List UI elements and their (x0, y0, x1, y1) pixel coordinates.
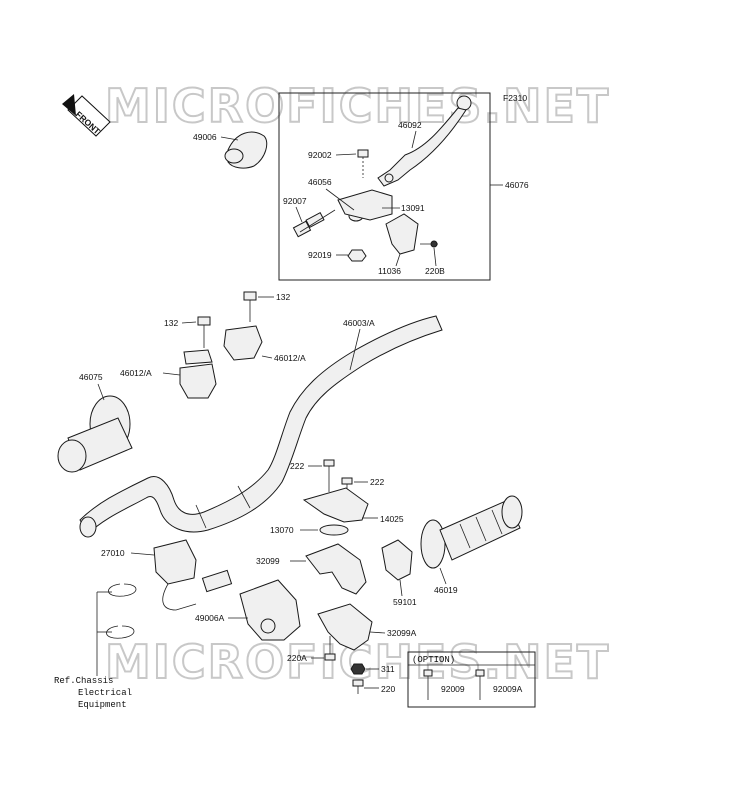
label-92002: 92002 (308, 150, 332, 160)
right-grip (420, 495, 523, 569)
switch-27010 (153, 539, 233, 611)
label-49006a: 49006A (195, 613, 225, 623)
holder-lower-left (179, 363, 217, 399)
label-11036: 11036 (378, 266, 401, 276)
label-222-left: 222 (290, 461, 304, 471)
bolt-92009a (475, 669, 485, 700)
label-220b: 220B (425, 266, 445, 276)
adjuster-92007 (292, 209, 336, 238)
label-32099: 32099 (256, 556, 280, 566)
bolt-132-left (197, 316, 211, 348)
label-14025: 14025 (380, 514, 404, 524)
label-46092: 46092 (398, 120, 422, 130)
label-220a: 220A (287, 653, 307, 663)
label-132-left: 132 (164, 318, 178, 328)
throttle-pulley-59101 (381, 539, 413, 581)
throttle-housing-32099a (317, 603, 373, 651)
grip-end-49006 (224, 131, 268, 169)
front-arrow-icon: FRONT (62, 94, 111, 137)
handlebar (79, 315, 443, 538)
cable-clamps (96, 583, 137, 676)
label-92019: 92019 (308, 250, 332, 260)
label-220: 220 (381, 684, 395, 694)
lever-bracket (337, 189, 393, 221)
throttle-housing-32099 (305, 543, 367, 595)
bolt-92002 (357, 149, 369, 178)
nut-311 (350, 663, 366, 675)
screw-220b (420, 240, 438, 248)
label-46076: 46076 (505, 180, 529, 190)
screw-222-left (323, 459, 335, 492)
left-grip (57, 395, 133, 473)
label-59101: 59101 (393, 597, 417, 607)
option-label: (OPTION) (412, 655, 455, 665)
holder-upper-left (183, 349, 213, 365)
label-32099a: 32099A (387, 628, 417, 638)
reference-line2: Electrical (78, 688, 132, 698)
bolt-92009 (423, 669, 433, 700)
label-46003a: 46003/A (343, 318, 375, 328)
label-46056: 46056 (308, 177, 332, 187)
reference-line1: Ref.Chassis (54, 676, 113, 686)
label-92009: 92009 (441, 684, 465, 694)
watermark-top: MICROFICHES.NET (105, 79, 610, 133)
lever-assembly-box (278, 92, 491, 281)
label-92007: 92007 (283, 196, 307, 206)
screw-220 (352, 679, 364, 694)
label-46019: 46019 (434, 585, 458, 595)
label-46012a-left: 46012/A (120, 368, 152, 378)
clamp-11036 (385, 213, 419, 255)
cover-14025 (302, 487, 369, 523)
label-49006: 49006 (193, 132, 217, 142)
figure-code: F2310 (503, 93, 527, 103)
clutch-lever (377, 95, 472, 187)
label-222-right: 222 (370, 477, 384, 487)
label-92009a: 92009A (493, 684, 523, 694)
label-46075: 46075 (79, 372, 103, 382)
label-13070: 13070 (270, 525, 294, 535)
reference-line3: Equipment (78, 700, 127, 710)
label-13091: 13091 (401, 203, 425, 213)
housing-49006a (239, 579, 301, 641)
label-132-right: 132 (276, 292, 290, 302)
label-27010: 27010 (101, 548, 125, 558)
clip-13070 (319, 524, 349, 536)
nut-92019 (347, 249, 367, 262)
bolt-132-right (243, 291, 257, 322)
label-46012a-right: 46012/A (274, 353, 306, 363)
label-311: 311 (381, 664, 395, 674)
holder-upper-right (223, 325, 263, 361)
screw-220a (324, 636, 336, 661)
option-box (407, 651, 536, 708)
